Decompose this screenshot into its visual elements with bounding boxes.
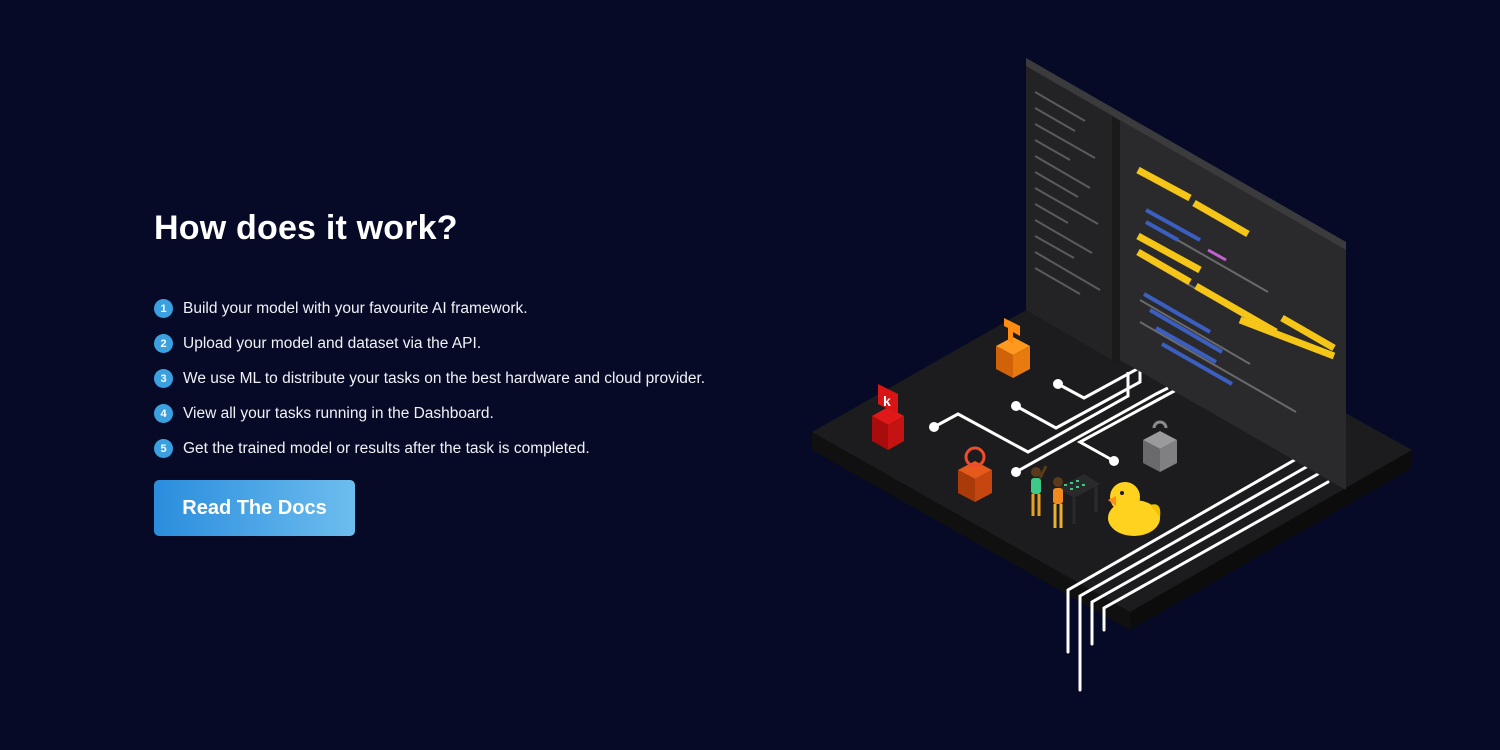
step-item: 3 We use ML to distribute your tasks on … [154, 361, 794, 396]
step-number-badge: 1 [154, 299, 173, 318]
step-text: View all your tasks running in the Dashb… [183, 404, 494, 422]
step-item: 1 Build your model with your favourite A… [154, 291, 794, 326]
lock-cube [1143, 420, 1177, 472]
step-text: We use ML to distribute your tasks on th… [183, 369, 706, 387]
step-number-badge: 5 [154, 439, 173, 458]
content-column: How does it work? 1 Build your model wit… [154, 205, 794, 536]
keras-cube: k [872, 384, 904, 450]
tensorflow-cube [996, 318, 1030, 378]
step-text: Build your model with your favourite AI … [183, 299, 528, 317]
step-number-badge: 3 [154, 369, 173, 388]
cable-lines [1066, 456, 1330, 692]
code-editor-screen [1026, 58, 1346, 490]
step-item: 4 View all your tasks running in the Das… [154, 396, 794, 431]
read-the-docs-button[interactable]: Read The Docs [154, 480, 355, 536]
step-number-badge: 4 [154, 404, 173, 423]
step-item: 2 Upload your model and dataset via the … [154, 326, 794, 361]
circuit-traces [933, 360, 1177, 474]
step-text: Upload your model and dataset via the AP… [183, 334, 482, 352]
platform [812, 272, 1412, 630]
step-text: Get the trained model or results after t… [183, 439, 590, 457]
rubber-duck [1108, 482, 1161, 536]
isometric-platform-illustration: k [812, 58, 1412, 692]
step-number-badge: 2 [154, 334, 173, 353]
people-with-terminal [1031, 465, 1100, 528]
circuit-nodes [929, 379, 1119, 477]
steps-list: 1 Build your model with your favourite A… [154, 291, 794, 466]
step-item: 5 Get the trained model or results after… [154, 431, 794, 466]
section-title: How does it work? [154, 209, 458, 247]
keras-letter: k [883, 393, 891, 409]
pytorch-cube [958, 446, 992, 502]
